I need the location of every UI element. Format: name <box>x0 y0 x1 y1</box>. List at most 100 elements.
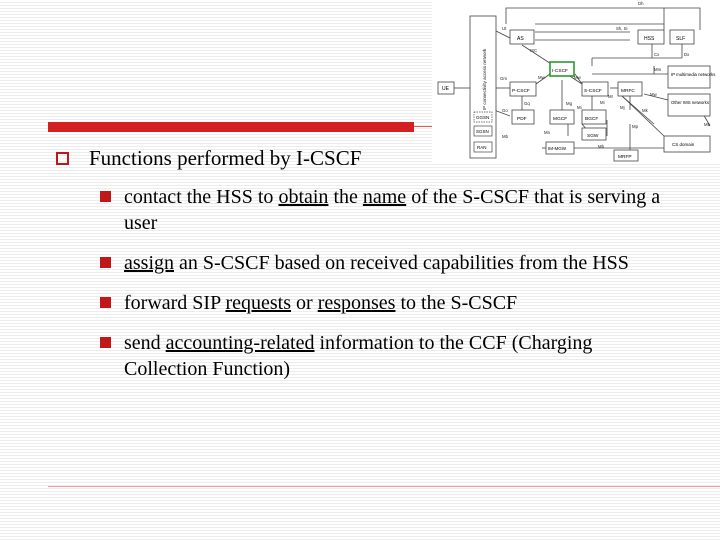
node-pcscf-label: P-CSCF <box>512 88 530 94</box>
label-mb-2: Mb <box>598 144 605 149</box>
access-network-label: IP connectivity access network <box>482 48 487 110</box>
label-gm: Gm <box>500 76 507 81</box>
sub-bullet-text: send accounting-related information to t… <box>124 330 664 382</box>
node-mrfc <box>617 81 643 97</box>
text-run: an S-CSCF based on received capabilities… <box>174 252 629 274</box>
underlined-term-accounting-related: accounting-related <box>165 332 315 354</box>
node-ipmm-label: IP multimedia networks <box>671 72 715 77</box>
underlined-term-responses: responses <box>317 292 396 314</box>
node-sgsn-label: SGSN <box>476 129 489 134</box>
node-sgw-label: SGW <box>587 133 599 139</box>
label-dh: Dh <box>638 1 644 6</box>
node-immgw <box>545 141 575 155</box>
node-otherims-label: Other IMS networks <box>671 100 709 105</box>
main-bullet: Functions performed by I-CSCF <box>56 146 361 171</box>
node-as-label: AS <box>517 36 524 42</box>
node-icscf-label: I-CSCF <box>552 68 568 74</box>
label-cx: Cx <box>654 52 660 57</box>
node-ran <box>473 141 493 153</box>
diagram-links <box>454 7 711 150</box>
node-scscf-label: S-CSCF <box>584 88 602 94</box>
text-run: forward SIP <box>124 292 226 314</box>
footer-accent-line <box>48 486 720 487</box>
node-scscf <box>581 81 609 97</box>
node-as <box>509 29 535 45</box>
node-ue <box>437 81 455 95</box>
node-cs-domain <box>663 135 711 153</box>
node-slf <box>669 29 695 45</box>
label-go: Go <box>502 108 508 113</box>
sub-bullet-text: assign an S-CSCF based on received capab… <box>124 250 664 276</box>
label-mb-1: Mb <box>502 134 509 139</box>
label-mb-3: Mb <box>704 122 711 127</box>
label-mi-1: Mi <box>577 105 582 110</box>
filled-square-bullet-icon <box>100 337 111 348</box>
node-hss-label: HSS <box>644 36 655 42</box>
node-mgcf <box>549 109 575 125</box>
node-hss <box>637 29 665 45</box>
label-sh-si: Sh, Si <box>616 26 628 31</box>
filled-square-bullet-icon <box>100 297 111 308</box>
node-ggsn <box>473 111 493 123</box>
label-gq: Gq <box>524 101 530 106</box>
filled-square-bullet-icon <box>100 257 111 268</box>
underlined-term-name: name <box>362 186 407 208</box>
sub-bullet-contact-hss: contact the HSS to obtain the name of th… <box>100 184 680 236</box>
label-mw-3: Mw <box>650 92 658 97</box>
node-bgcf <box>581 109 607 125</box>
label-mp: Mp <box>632 124 639 129</box>
node-pcscf <box>509 81 537 97</box>
node-pdf <box>511 109 535 125</box>
text-run: contact the HSS to <box>124 186 279 208</box>
node-slf-label: SLF <box>676 36 685 42</box>
node-cs-label: CS domain <box>672 142 695 147</box>
node-ue-label: UE <box>442 86 450 92</box>
node-pdf-label: PDF <box>517 116 527 122</box>
label-mm: Mm <box>654 67 662 72</box>
label-isc: ISC <box>530 48 537 53</box>
node-mgcf-label: MGCF <box>553 116 567 122</box>
node-ggsn-label: GGSN <box>476 115 489 120</box>
ims-diagram-svg: IP connectivity access network GGSN SGSN… <box>437 1 715 162</box>
label-mn: Mn <box>544 130 551 135</box>
text-run: send <box>124 332 166 354</box>
node-icscf-highlighted <box>549 61 575 77</box>
ims-architecture-diagram: IP connectivity access network GGSN SGSN… <box>432 0 720 162</box>
label-mj: Mj <box>620 105 625 110</box>
node-immgw-label: IM-MGW <box>548 146 567 151</box>
node-mrfp-label: MRFP <box>618 154 632 160</box>
label-mr: Mr <box>608 94 614 99</box>
sub-bullet-text: forward SIP requests or responses to the… <box>124 290 664 316</box>
node-bgcf-label: BGCF <box>585 116 598 122</box>
main-bullet-text: Functions performed by I-CSCF <box>89 146 362 170</box>
node-ip-multimedia-networks <box>667 65 711 89</box>
text-run: information to the CCF (Charging Collect… <box>124 332 593 380</box>
text-run: to the S-CSCF <box>395 292 518 314</box>
node-other-ims-networks <box>667 93 711 117</box>
node-mrfc-label: MRFC <box>621 88 635 94</box>
underlined-term-assign: assign <box>124 252 174 274</box>
text-run: or <box>291 292 318 314</box>
label-dx: Dx <box>684 52 690 57</box>
node-sgw <box>581 127 607 141</box>
underlined-term-requests: requests <box>225 292 292 314</box>
node-ran-label: RAN <box>477 145 487 150</box>
title-accent-bar <box>48 122 414 132</box>
underlined-term-obtain: obtain <box>278 186 329 208</box>
sub-bullet-assign-scscf: assign an S-CSCF based on received capab… <box>100 250 680 276</box>
node-sgsn <box>473 125 493 137</box>
interface-labels: Dh Ut Sh, Si ISC Cx Dx Mm Gm Mw Mw Mr Mw… <box>500 1 711 149</box>
label-mw-2: Mw <box>574 75 582 80</box>
node-mrfp <box>613 149 639 162</box>
text-run: of the S-CSCF that is serving a user <box>124 186 661 234</box>
label-mk: Mk <box>642 108 649 113</box>
sub-bullet-text: contact the HSS to obtain the name of th… <box>124 184 664 236</box>
label-ut: Ut <box>502 26 507 31</box>
label-mi-2: Mi <box>600 100 605 105</box>
sub-bullet-forward-sip: forward SIP requests or responses to the… <box>100 290 680 316</box>
text-run: the <box>328 186 363 208</box>
label-mw-1: Mw <box>538 75 546 80</box>
label-mg: Mg <box>566 101 573 106</box>
hollow-square-bullet-icon <box>56 152 69 165</box>
